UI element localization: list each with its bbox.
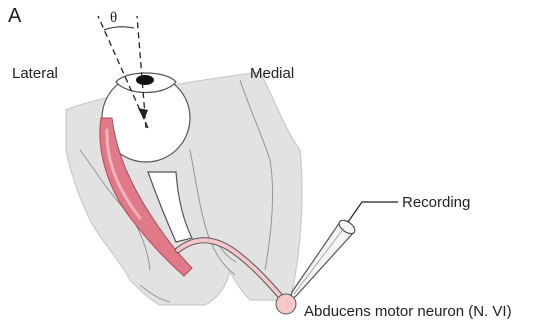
label-neuron: Abducens motor neuron (N. VI) xyxy=(304,303,512,320)
angle-arc xyxy=(104,27,134,30)
label-recording: Recording xyxy=(402,194,470,211)
label-lateral: Lateral xyxy=(12,65,58,82)
label-medial: Medial xyxy=(250,65,294,82)
pupil xyxy=(136,75,154,85)
panel-letter: A xyxy=(8,5,22,27)
recording-leader-line xyxy=(348,202,398,222)
theta-label: θ xyxy=(110,10,117,26)
motor-neuron xyxy=(276,294,296,314)
electrode-centerline xyxy=(294,228,344,294)
